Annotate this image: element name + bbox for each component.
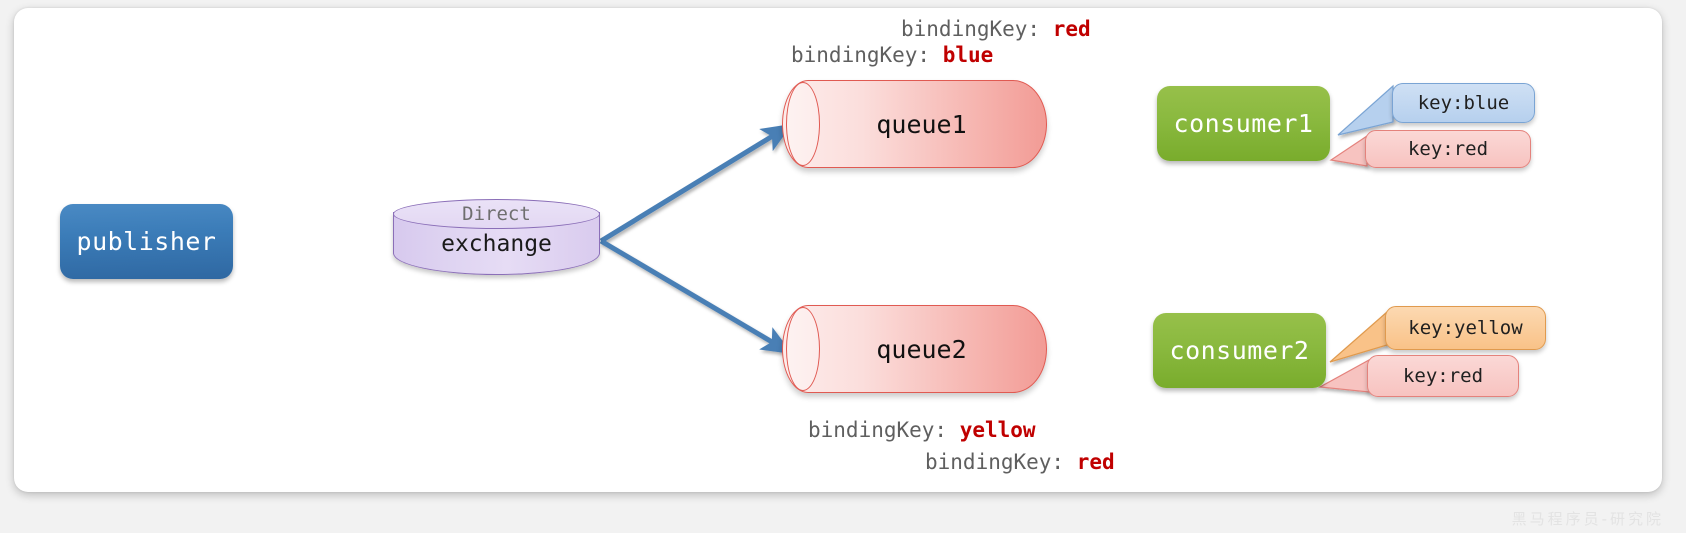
consumer2-label: consumer2 bbox=[1169, 336, 1310, 365]
exchange-cylinder-top bbox=[393, 199, 600, 229]
binding-value: red bbox=[1076, 450, 1115, 474]
bubble-label: key:red bbox=[1402, 365, 1484, 387]
watermark: 黑马程序员-研究院 bbox=[1511, 510, 1664, 528]
consumer2-node[interactable]: consumer2 bbox=[1153, 313, 1326, 388]
binding-value: blue bbox=[942, 43, 994, 67]
publisher-label: publisher bbox=[76, 227, 217, 256]
binding-caption-queue1-blue: bindingKey: blue bbox=[791, 43, 993, 67]
queue1-label: queue1 bbox=[876, 109, 967, 139]
publisher-node[interactable]: publisher bbox=[60, 204, 233, 279]
bubble-label: key:red bbox=[1407, 138, 1489, 160]
bubble-consumer2-key-yellow[interactable]: key:yellow bbox=[1385, 306, 1546, 350]
bubble-consumer1-key-red[interactable]: key:red bbox=[1365, 130, 1531, 168]
binding-prefix: bindingKey: bbox=[901, 17, 1053, 41]
queue2-label: queue2 bbox=[876, 334, 967, 364]
queue-cylinder-body bbox=[782, 80, 1047, 168]
queue-cylinder-body bbox=[782, 305, 1047, 393]
binding-prefix: bindingKey: bbox=[925, 450, 1077, 474]
exchange-type-label: Direct bbox=[462, 203, 531, 225]
binding-prefix: bindingKey: bbox=[791, 43, 943, 67]
consumer1-label: consumer1 bbox=[1173, 109, 1314, 138]
binding-caption-queue1-red: bindingKey: red bbox=[901, 17, 1091, 41]
consumer1-node[interactable]: consumer1 bbox=[1157, 86, 1330, 161]
bubble-consumer2-key-red[interactable]: key:red bbox=[1367, 355, 1519, 397]
binding-value: red bbox=[1052, 17, 1091, 41]
exchange-node[interactable]: Direct exchange bbox=[393, 199, 600, 275]
exchange-label: exchange bbox=[441, 231, 552, 257]
queue2-node[interactable]: queue2 bbox=[782, 305, 1047, 393]
bubble-consumer1-key-blue[interactable]: key:blue bbox=[1392, 83, 1535, 123]
bubble-label: key:blue bbox=[1417, 92, 1510, 114]
binding-prefix: bindingKey: bbox=[808, 418, 960, 442]
binding-value: yellow bbox=[959, 418, 1036, 442]
bubble-label: key:yellow bbox=[1408, 317, 1523, 339]
binding-caption-queue2-yellow: bindingKey: yellow bbox=[808, 418, 1036, 442]
queue1-node[interactable]: queue1 bbox=[782, 80, 1047, 168]
binding-caption-queue2-red: bindingKey: red bbox=[925, 450, 1115, 474]
